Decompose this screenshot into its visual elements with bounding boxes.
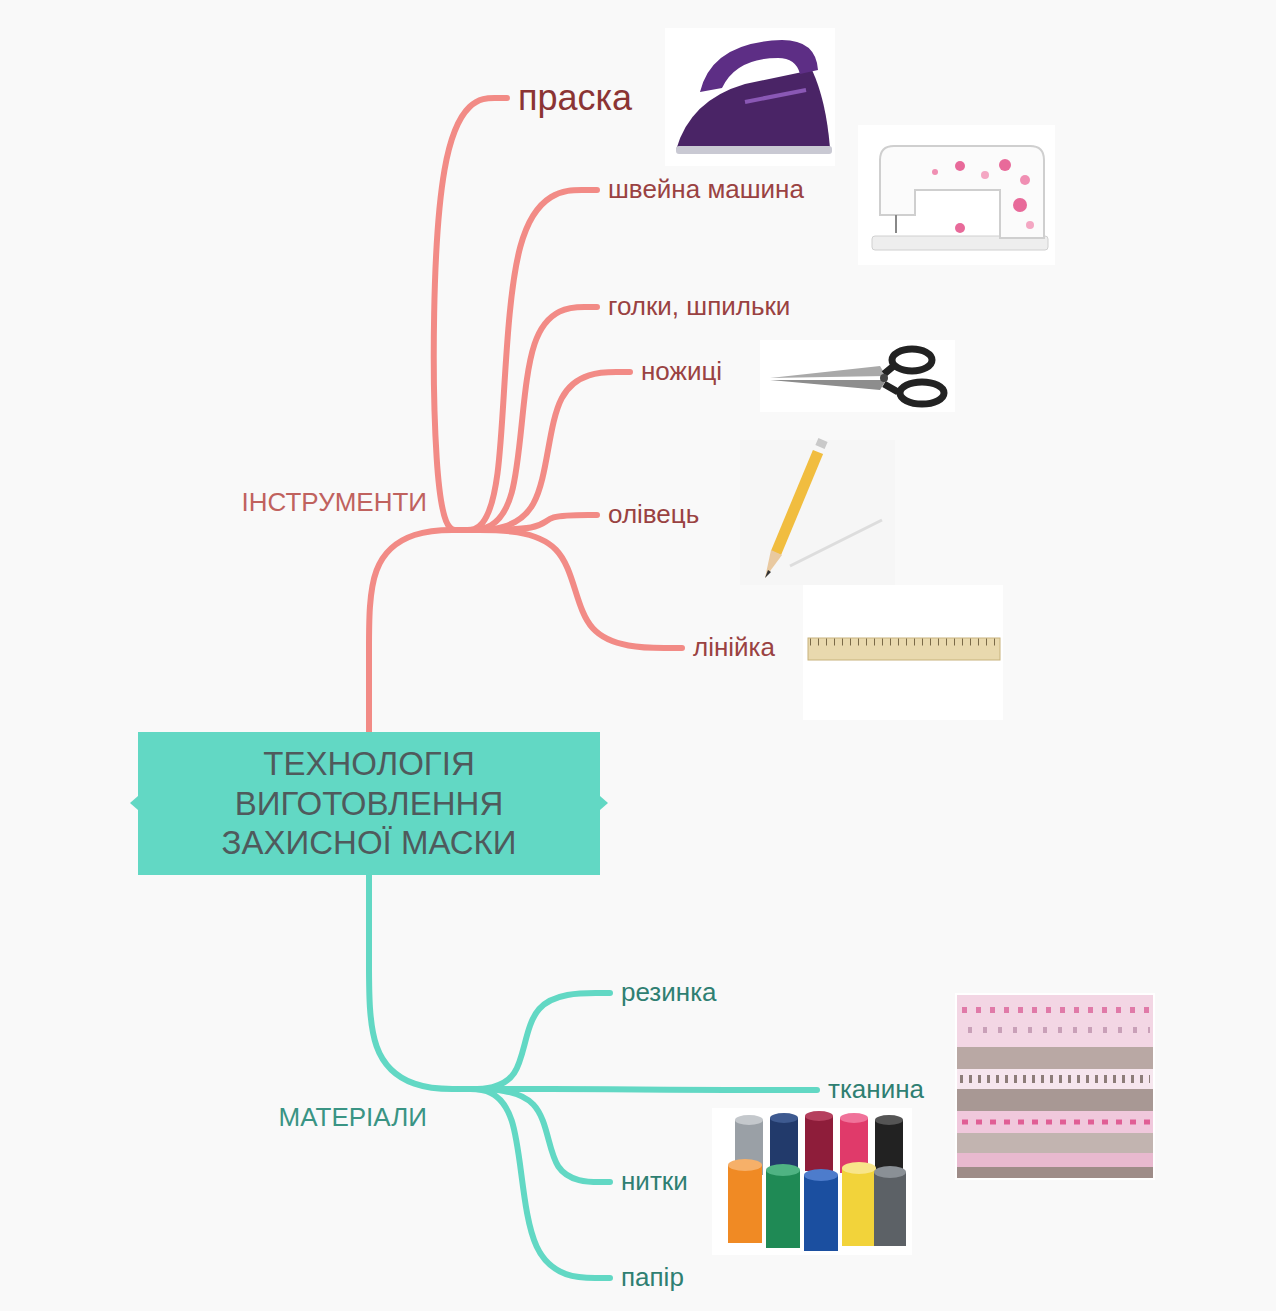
branch-line bbox=[369, 530, 460, 732]
leaf-topic: тканина bbox=[825, 1073, 927, 1107]
pencil-shadow bbox=[790, 520, 882, 566]
flower-print bbox=[1013, 198, 1027, 212]
topic-text: голки, шпильки bbox=[608, 292, 790, 322]
spool-top bbox=[770, 1113, 798, 1123]
fabric-layer bbox=[957, 1047, 1153, 1069]
topic-text: тканина bbox=[828, 1075, 924, 1105]
flower-print bbox=[1020, 175, 1030, 185]
pencil-lead bbox=[765, 570, 771, 578]
fabric-print bbox=[968, 1027, 1150, 1033]
topic-text: ножиці bbox=[641, 357, 722, 387]
ruler-picture bbox=[803, 585, 1003, 720]
spool-top bbox=[840, 1113, 868, 1123]
ruler-body bbox=[808, 638, 1000, 660]
fabric-layer bbox=[957, 1069, 1153, 1089]
flower-print bbox=[981, 171, 989, 179]
leaf-topic: олівець bbox=[605, 498, 702, 532]
iron-picture bbox=[665, 28, 835, 166]
scissors-pivot bbox=[880, 374, 888, 382]
flower-print bbox=[1026, 221, 1034, 229]
leaf-topic: голки, шпильки bbox=[605, 290, 793, 324]
machine-needle bbox=[895, 215, 897, 233]
topic-text: МАТЕРІАЛИ bbox=[279, 1103, 427, 1133]
flower-print bbox=[955, 161, 965, 171]
topic-text: ІНСТРУМЕНТИ bbox=[242, 488, 427, 518]
leaf-topic: резинка bbox=[618, 976, 720, 1010]
branch-topic: МАТЕРІАЛИ bbox=[276, 1101, 430, 1135]
flower-print bbox=[932, 169, 938, 175]
thread-spool bbox=[728, 1165, 762, 1243]
spool-top bbox=[728, 1159, 762, 1171]
thread-spool bbox=[804, 1175, 838, 1251]
topic-text: резинка bbox=[621, 978, 717, 1008]
branch-line bbox=[460, 530, 682, 648]
fabric-layer bbox=[957, 1089, 1153, 1111]
fabric-print bbox=[962, 1007, 1150, 1013]
topic-text: ТЕХНОЛОГІЯ ВИГОТОВЛЕННЯ ЗАХИСНОЇ МАСКИ bbox=[156, 744, 582, 863]
topic-text: лінійка bbox=[693, 633, 775, 663]
fabric-layer bbox=[957, 1167, 1153, 1178]
branch-line bbox=[369, 875, 460, 1089]
thread-spool bbox=[874, 1172, 906, 1246]
fabric-layer bbox=[957, 1153, 1153, 1167]
spool-top bbox=[805, 1111, 833, 1121]
leaf-topic: нитки bbox=[618, 1165, 691, 1199]
thread-spool bbox=[766, 1170, 800, 1248]
scissors-handle bbox=[900, 382, 944, 404]
thread-spool bbox=[805, 1116, 833, 1171]
topic-text: олівець bbox=[608, 500, 699, 530]
leaf-topic: швейна машина bbox=[605, 173, 807, 207]
central-topic: ТЕХНОЛОГІЯ ВИГОТОВЛЕННЯ ЗАХИСНОЇ МАСКИ bbox=[138, 732, 600, 875]
spool-top bbox=[735, 1115, 763, 1125]
pencil-picture bbox=[740, 440, 895, 585]
fabric-picture bbox=[955, 993, 1155, 1180]
leaf-topic: лінійка bbox=[690, 631, 778, 665]
branch-line bbox=[460, 1089, 610, 1278]
scissors-picture bbox=[760, 340, 955, 412]
thread-spool bbox=[842, 1168, 876, 1246]
flower-print bbox=[955, 223, 965, 233]
fabric-layer bbox=[957, 995, 1153, 1047]
iron-stripe bbox=[745, 90, 806, 102]
scissors-handle bbox=[892, 349, 932, 371]
branch-topic: ІНСТРУМЕНТИ bbox=[239, 486, 430, 520]
iron-sole bbox=[676, 146, 832, 154]
topic-text: швейна машина bbox=[608, 175, 804, 205]
machine-body bbox=[880, 146, 1044, 238]
spool-top bbox=[874, 1166, 906, 1178]
collapse-marker bbox=[600, 796, 608, 810]
collapse-marker bbox=[130, 796, 138, 810]
spool-top bbox=[766, 1164, 800, 1176]
spool-top bbox=[804, 1169, 838, 1181]
branch-line bbox=[460, 190, 597, 530]
fabric-print bbox=[960, 1075, 1150, 1083]
topic-text: нитки bbox=[621, 1167, 688, 1197]
leaf-topic: папір bbox=[618, 1261, 687, 1295]
sewing-machine-picture bbox=[858, 125, 1055, 265]
scissors-blade bbox=[770, 380, 886, 390]
branch-line bbox=[460, 1089, 610, 1182]
topic-text: праска bbox=[518, 77, 632, 118]
leaf-topic: ножиці bbox=[638, 355, 725, 389]
fabric-print bbox=[962, 1120, 1150, 1125]
branch-line bbox=[460, 993, 610, 1089]
iron-handle bbox=[700, 40, 818, 92]
threads-picture bbox=[712, 1108, 912, 1255]
pencil-tip bbox=[765, 550, 782, 578]
pencil-cap bbox=[820, 440, 823, 447]
fabric-layer bbox=[957, 1111, 1153, 1133]
spool-top bbox=[842, 1162, 876, 1174]
fabric-layer bbox=[957, 1133, 1153, 1153]
branch-line bbox=[460, 307, 597, 530]
spool-top bbox=[875, 1115, 903, 1125]
topic-text: папір bbox=[621, 1263, 684, 1293]
iron-body bbox=[676, 70, 830, 150]
scissors-blade bbox=[770, 366, 886, 378]
pencil-body bbox=[776, 452, 818, 553]
ruler-ticks bbox=[810, 639, 998, 646]
branch-line bbox=[460, 372, 630, 530]
flower-print bbox=[999, 159, 1011, 171]
leaf-topic: праска bbox=[515, 75, 635, 120]
